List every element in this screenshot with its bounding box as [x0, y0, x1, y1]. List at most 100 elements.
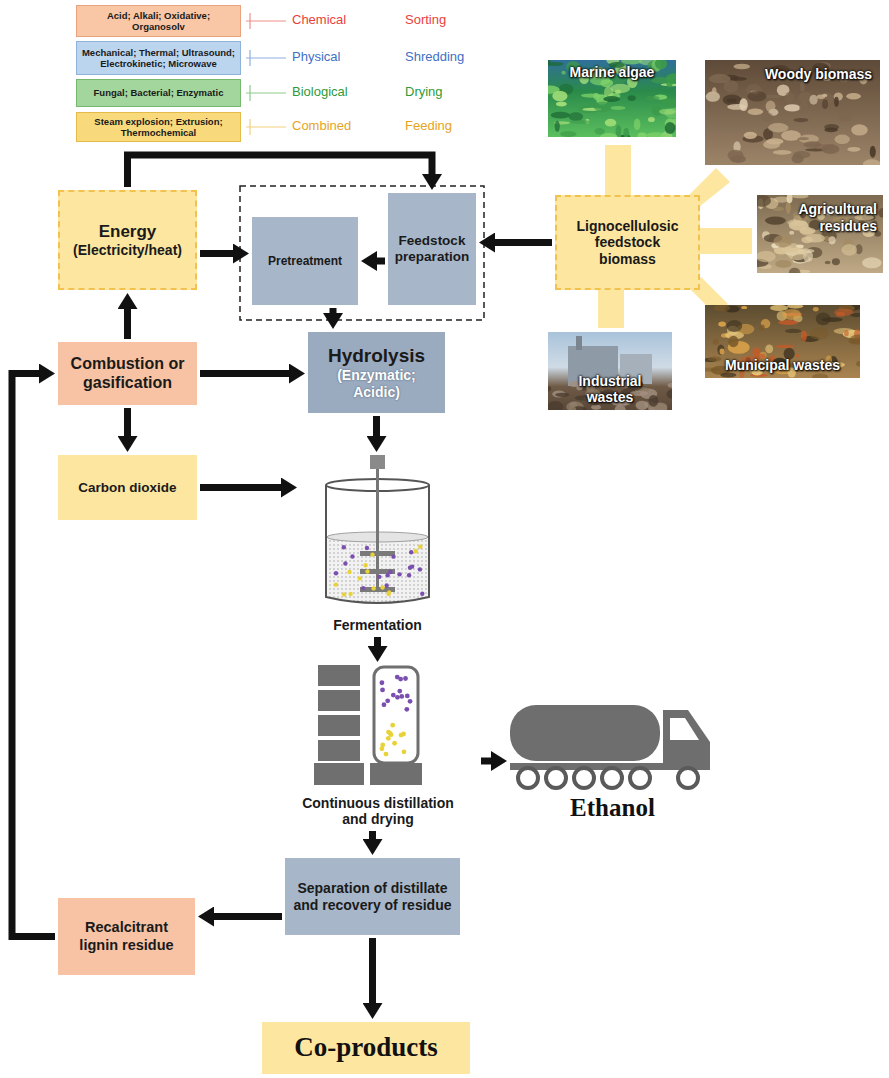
leader-line [246, 92, 286, 93]
leader-tick [249, 50, 250, 66]
chimney [576, 336, 582, 350]
debris [548, 401, 563, 410]
distillation-illustration [278, 665, 478, 787]
sun-ray [698, 228, 752, 254]
process-box: Pretreatment [252, 217, 358, 305]
particle-dot [408, 566, 412, 570]
texture-blob [728, 336, 738, 347]
flow-arrow [377, 258, 385, 265]
node-subtext: (Electricity/heat) [73, 242, 182, 259]
texture-blob [615, 90, 621, 94]
flow-arrow [200, 484, 281, 491]
texture-blob [747, 91, 766, 101]
texture-blob [759, 325, 765, 331]
texture-blob [720, 348, 725, 354]
step-label: Sorting [405, 13, 446, 27]
feedstock-box: Lignocellulosic feedstock biomass [555, 195, 700, 290]
particle-dot [365, 546, 369, 550]
particle-dot [387, 590, 391, 594]
texture-blob [757, 251, 776, 262]
category-label: Combined [292, 119, 351, 133]
flow-arrow [495, 239, 552, 246]
texture-blob [798, 137, 809, 140]
texture-blob [817, 95, 825, 100]
fermenter-illustration [300, 455, 455, 607]
leader-line [246, 20, 286, 21]
particle-dot [350, 554, 354, 558]
texture-blob [594, 102, 612, 113]
particle-dot [399, 694, 404, 699]
particle-dot [365, 569, 369, 573]
photo-tile: Marine algae [548, 60, 676, 137]
process-box: Hydrolysis(Enzymatic; Acidic) [308, 332, 445, 413]
particle-dot [414, 549, 418, 553]
debris [668, 383, 672, 388]
flow-arrow [373, 416, 380, 436]
texture-blob [835, 135, 850, 144]
texture-blob [822, 99, 828, 109]
texture-blob [712, 338, 719, 344]
texture-blob [782, 309, 801, 320]
energy-box: Energy(Electricity/heat) [58, 190, 197, 290]
flow-arrow [124, 408, 131, 436]
particle-dot [420, 592, 424, 596]
texture-blob [787, 247, 807, 260]
process-box: Recalcitrant lignin residue [58, 898, 195, 975]
method-box: Steam explosion; Extrusion; Thermochemic… [76, 112, 241, 142]
node-text: Fermentation [333, 617, 422, 634]
node-text: Agricultural residues [763, 201, 877, 234]
texture-blob [796, 354, 801, 357]
wheel [630, 768, 650, 788]
flow-arrow [369, 831, 376, 839]
texture-blob [812, 373, 828, 378]
texture-blob [799, 228, 815, 235]
texture-blob [741, 306, 747, 309]
particle-dot [342, 545, 346, 549]
texture-blob [838, 110, 852, 122]
texture-blob [785, 92, 794, 103]
texture-blob [595, 128, 605, 134]
flow-arrow [128, 155, 433, 187]
cab [663, 710, 710, 770]
texture-blob [581, 93, 602, 97]
texture-blob [765, 95, 782, 99]
texture-blob [847, 147, 860, 152]
texture-blob [627, 95, 635, 101]
tanker-illustration [510, 700, 715, 792]
glass-column [374, 667, 418, 763]
particle-dot [363, 563, 367, 567]
flow-arrow [369, 938, 376, 1003]
texture-blob [605, 119, 617, 127]
node-text: Recalcitrant lignin residue [64, 919, 189, 953]
method-box: Fungal; Bacterial; Enzymatic [76, 79, 241, 107]
particle-dot [395, 695, 400, 700]
method-box: Mechanical; Thermal; Ultrasound; Electro… [76, 41, 241, 75]
process-box: Feedstock preparation [388, 193, 476, 305]
texture-blob [768, 123, 788, 132]
texture-blob [773, 150, 792, 155]
particle-dot [408, 699, 413, 704]
texture-blob [832, 258, 840, 265]
texture-blob [560, 131, 576, 137]
node-text: Feedstock preparation [392, 233, 472, 265]
flow-arrow [200, 250, 233, 257]
texture-blob [787, 195, 793, 203]
particle-dot [371, 586, 375, 590]
texture-blob [730, 155, 746, 163]
tanker-figure: Ethanol [510, 700, 715, 822]
texture-blob [659, 109, 676, 115]
node-text: Municipal wastes [725, 357, 840, 374]
texture-blob [856, 361, 860, 366]
texture-blob [793, 118, 808, 122]
texture-blob [781, 130, 801, 140]
node-text: Combustion or gasification [64, 355, 191, 393]
texture-blob [726, 320, 742, 332]
debris [591, 405, 601, 410]
texture-blob [665, 122, 676, 134]
texture-blob [770, 305, 788, 311]
particle-dot [380, 585, 384, 589]
wheel [546, 768, 566, 788]
node-text: Marine algae [570, 64, 655, 81]
texture-blob [638, 132, 647, 137]
texture-blob [727, 104, 746, 110]
